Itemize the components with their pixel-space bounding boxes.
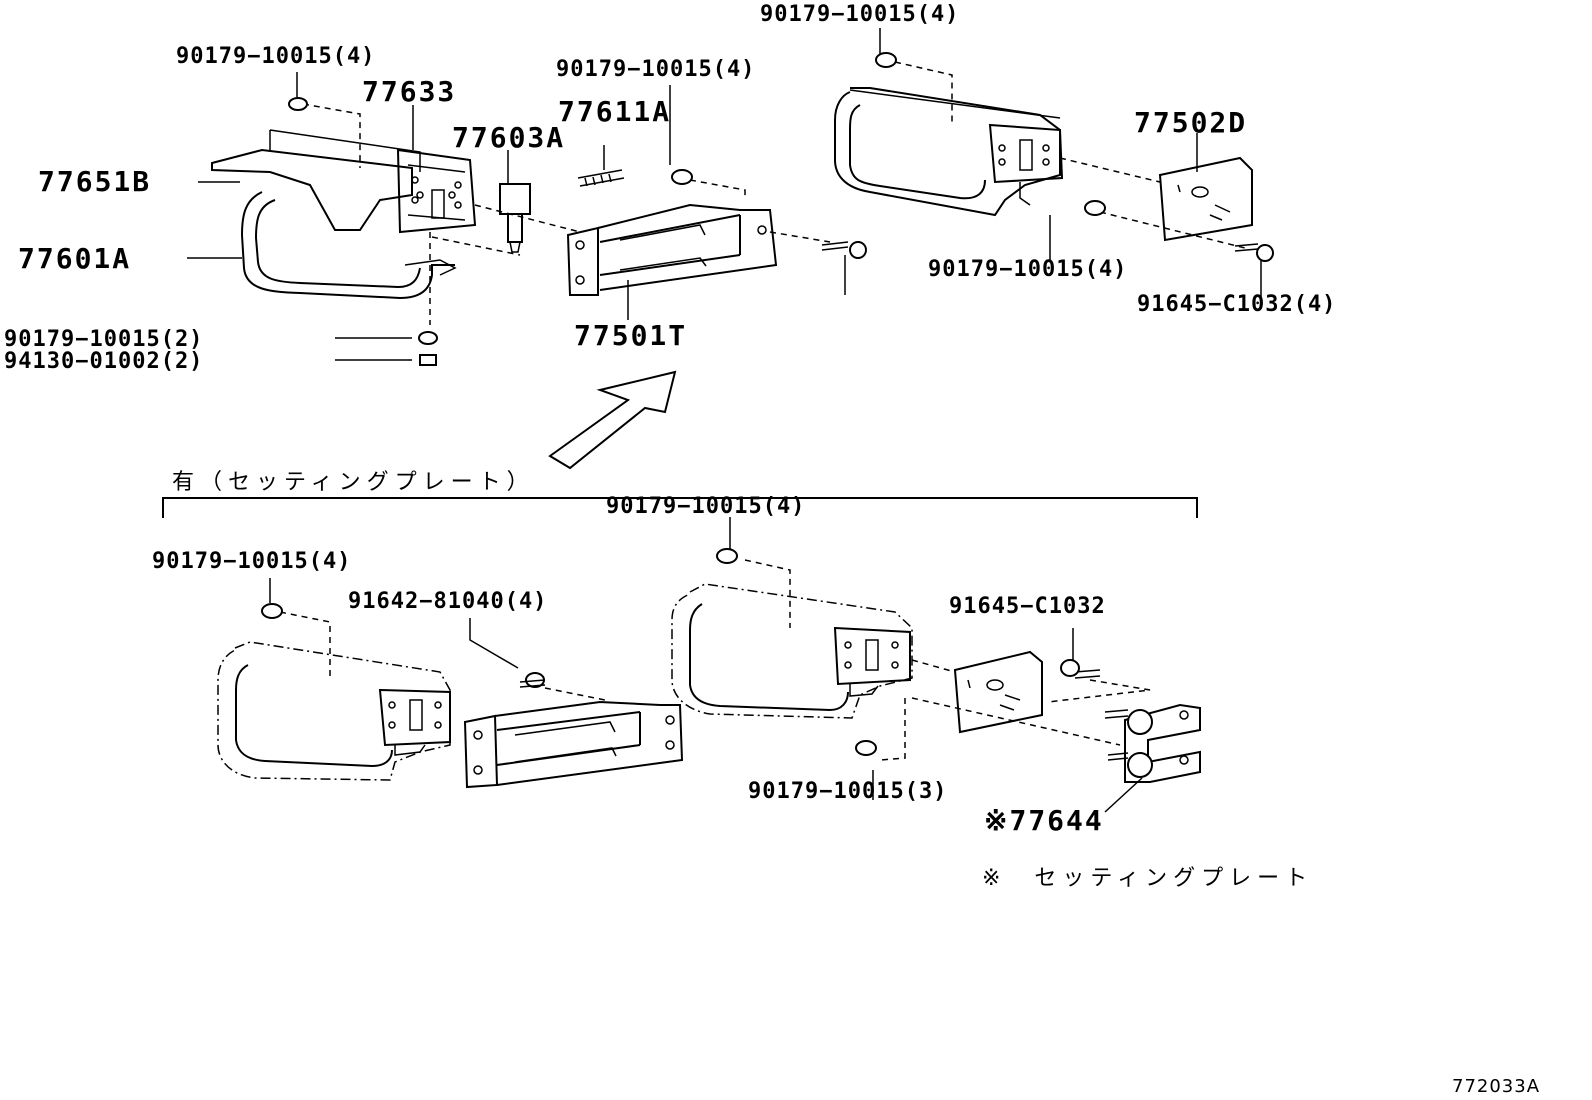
label-90179-10015-3: 90179−10015(3)	[748, 779, 948, 804]
housing-77633	[396, 148, 477, 234]
bolt-77603a	[499, 183, 531, 253]
top-right-leaders	[879, 28, 1262, 300]
bottom-right-leaders	[729, 517, 1143, 813]
label-77633: 77633	[362, 75, 457, 108]
setting-plate-77644	[1104, 703, 1201, 783]
top-left-leaders	[187, 72, 846, 361]
bracket-77651b	[211, 129, 421, 231]
top-right-nuts	[875, 52, 1274, 262]
label-group-setting-plate: 有（セッティングプレート）	[172, 470, 535, 495]
label-77644: ※77644	[984, 804, 1104, 837]
bracket-bottom-left	[463, 700, 684, 789]
top-left-dashes	[302, 103, 831, 325]
top-right-dashes	[894, 61, 1246, 249]
bottom-right-nuts	[716, 548, 1101, 756]
label-77603a: 77603A	[452, 121, 566, 154]
frame-top-right	[834, 87, 1064, 217]
stud-77611a	[577, 169, 625, 187]
top-left-nuts	[288, 97, 867, 366]
label-77501t: 77501T	[574, 319, 688, 352]
frame-bottom-left	[217, 641, 451, 781]
label-figure-code: 772033A	[1452, 1076, 1541, 1097]
label-77611a: 77611A	[558, 95, 672, 128]
group-bracket	[162, 497, 1198, 518]
label-77502d: 77502D	[1134, 106, 1248, 139]
label-90179-10015-b: 90179−10015(4)	[556, 57, 756, 82]
label-90179-10015-d: 90179−10015(4)	[606, 494, 806, 519]
label-90179-10015-a: 90179−10015(4)	[176, 44, 376, 69]
label-77651b: 77651B	[38, 165, 152, 198]
plate-77502d	[1158, 156, 1253, 242]
plate-bottom-right	[953, 650, 1043, 734]
label-90179-10015-2: 90179−10015(2)	[4, 327, 204, 352]
frame-bottom-right	[671, 583, 913, 719]
label-90179-10015-top: 90179−10015(4)	[760, 2, 960, 27]
label-90179-10015-c: 90179−10015(4)	[928, 257, 1128, 282]
label-91645-c1032: 91645−C1032	[949, 594, 1106, 619]
label-90179-10015-e: 90179−10015(4)	[152, 549, 352, 574]
direction-arrow	[548, 370, 677, 470]
label-94130-01002-2: 94130−01002(2)	[4, 349, 204, 374]
label-note-setting-plate: ※ セッティングプレート	[982, 866, 1314, 891]
frame-77601a	[240, 191, 457, 300]
bottom-left-nuts	[261, 603, 546, 688]
bottom-left-leaders	[269, 578, 519, 669]
label-91642-81040-4: 91642−81040(4)	[348, 589, 548, 614]
bottom-right-dashes	[744, 559, 1151, 761]
label-91645-c1032-4: 91645−C1032(4)	[1137, 292, 1337, 317]
label-77601a: 77601A	[18, 242, 132, 275]
bottom-left-dashes	[279, 611, 606, 701]
bracket-77501t	[566, 203, 778, 296]
